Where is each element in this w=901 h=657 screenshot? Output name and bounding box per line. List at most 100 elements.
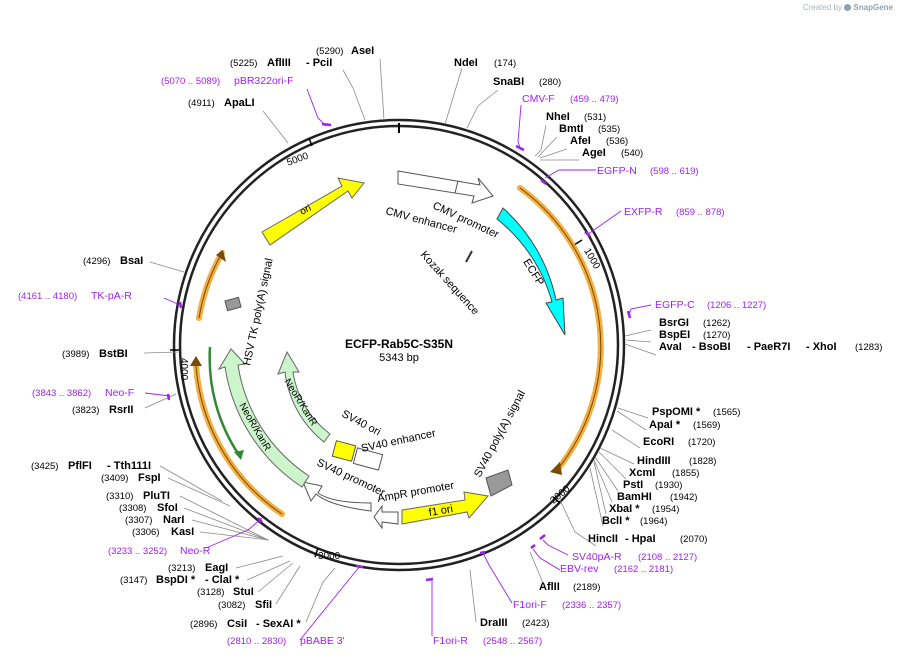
svg-text:AseI: AseI: [351, 45, 374, 57]
sv40-enhancer-feature[interactable]: [352, 447, 384, 471]
hsv-tk-feature[interactable]: [224, 296, 242, 312]
svg-text:KasI: KasI: [171, 526, 194, 538]
sv40-ori-feature[interactable]: [331, 440, 357, 462]
svg-text:- Tth111I: - Tth111I: [107, 460, 151, 472]
orange-arrow-2: [190, 356, 202, 366]
site-ecori[interactable]: EcoRI(1720): [643, 436, 715, 448]
site-rsrii[interactable]: (3823) RsrII: [72, 404, 133, 416]
sv40-promoter-feature[interactable]: [302, 481, 372, 512]
ori-feature[interactable]: [261, 177, 365, 246]
svg-text:(4161 .. 4180): (4161 .. 4180): [18, 291, 77, 302]
svg-text:pBABE 3': pBABE 3': [300, 635, 345, 647]
neo-inner-feature[interactable]: [277, 350, 331, 443]
site-hindiii[interactable]: HindIII(1828): [637, 455, 716, 467]
site-xcmi[interactable]: XcmI(1855): [629, 467, 699, 479]
site-hincii-hpai[interactable]: HincII- HpaI(2070): [588, 533, 707, 545]
site-apali[interactable]: (4911)ApaLI: [188, 97, 255, 109]
site-asei[interactable]: (5290)AseI: [316, 45, 374, 57]
site-bsrgi[interactable]: BsrGI(1262): [659, 317, 730, 329]
svg-text:(1964): (1964): [640, 516, 667, 527]
site-psti[interactable]: PstI(1930): [623, 479, 682, 491]
sv40-ori-label: SV40 ori: [340, 408, 383, 438]
snapgene-logo-icon: [844, 4, 852, 12]
svg-text:SfoI: SfoI: [157, 502, 178, 514]
site-bstbi[interactable]: (3989)BstBI: [62, 348, 128, 360]
primer-neo-f[interactable]: (3843 .. 3862)Neo-F: [32, 387, 134, 399]
svg-text:HincII: HincII: [588, 533, 618, 545]
site-fspi[interactable]: (3409)FspI: [101, 472, 161, 484]
primer-pbr322ori-f[interactable]: (5070 .. 5089)pBR322ori-F: [161, 75, 294, 87]
site-nhei[interactable]: NheI(531): [546, 111, 606, 123]
enzyme-sites: (5290)AseI (5225)AflIII- PciI (4911)ApaL…: [31, 45, 882, 630]
sv40-polya-feature[interactable]: [485, 469, 513, 497]
orange-arc-hsv: [196, 250, 225, 321]
f1-ori-label: f1 ori: [428, 503, 454, 519]
svg-text:EcoRI: EcoRI: [643, 436, 674, 448]
primer-tk-pa-r[interactable]: (4161 .. 4180)TK-pA-R: [18, 290, 132, 302]
kozak-mark: [465, 250, 473, 263]
site-bcli[interactable]: BclI *(1964): [602, 515, 667, 527]
primer-neo-r[interactable]: (3233 .. 3252)Neo-R: [108, 545, 211, 557]
svg-text:CsiI: CsiI: [227, 618, 247, 630]
svg-text:SnaBI: SnaBI: [493, 76, 524, 88]
primer-f1ori-f[interactable]: F1ori-F(2336 .. 2357): [513, 599, 621, 611]
primer-exfp-r[interactable]: EXFP-R(859 .. 878): [624, 206, 725, 218]
site-sfoi[interactable]: (3308)SfoI: [119, 502, 178, 514]
tick-5000: 5000: [285, 151, 310, 169]
site-bmti[interactable]: BmtI(535): [559, 123, 620, 135]
svg-text:BmtI: BmtI: [559, 123, 583, 135]
site-agei[interactable]: AgeI(540): [582, 147, 643, 159]
primer-f1ori-r[interactable]: F1ori-R(2548 .. 2567): [433, 635, 542, 647]
svg-text:(3233 .. 3252): (3233 .. 3252): [108, 546, 167, 557]
site-pflfi-tth111i[interactable]: (3425)PflFI- Tth111I: [31, 460, 151, 472]
svg-text:FspI: FspI: [138, 472, 161, 484]
site-eagi[interactable]: (3213)EagI: [168, 562, 228, 574]
primer-egfp-n[interactable]: EGFP-N(598 .. 619): [597, 165, 699, 177]
site-xbai[interactable]: XbaI *(1954): [609, 503, 679, 515]
ecfp-feature[interactable]: [496, 207, 566, 336]
primer-egfp-c[interactable]: EGFP-C(1206 .. 1227): [655, 299, 766, 311]
site-kasi[interactable]: (3306)KasI: [132, 526, 194, 538]
svg-text:NheI: NheI: [546, 111, 570, 123]
svg-text:BstBI: BstBI: [99, 348, 128, 360]
site-pluti[interactable]: (3310)PluTI: [106, 490, 170, 502]
primer-sv40pa-r[interactable]: SV40pA-R(2108 .. 2127): [572, 551, 697, 563]
site-snabi[interactable]: SnaBI(280): [493, 76, 561, 88]
site-bspei[interactable]: BspEI(1270): [659, 329, 730, 341]
primer-cmv-f[interactable]: CMV-F(459 .. 479): [522, 93, 619, 105]
svg-text:RsrII: RsrII: [109, 404, 133, 416]
orange-features: [193, 185, 604, 517]
primer-pbabe3[interactable]: (2810 .. 2830)pBABE 3': [227, 635, 345, 647]
svg-text:SV40pA-R: SV40pA-R: [572, 551, 622, 563]
svg-text:F1ori-R: F1ori-R: [433, 635, 468, 647]
site-apai[interactable]: ApaI *(1569): [649, 419, 720, 431]
svg-text:(3425): (3425): [31, 461, 58, 472]
site-avai-xhoi[interactable]: AvaI- BsoBI- PaeR7I- XhoI(1283): [659, 341, 882, 353]
site-bsai[interactable]: (4296)BsaI: [83, 255, 143, 267]
primer-ebv-rev[interactable]: EBV-rev(2162 .. 2181): [560, 563, 673, 575]
neo-outer-feature[interactable]: [217, 348, 310, 488]
site-pspomi[interactable]: PspOMI *(1565): [652, 406, 740, 418]
svg-text:EXFP-R: EXFP-R: [624, 206, 663, 218]
site-draiii[interactable]: DraIII(2423): [480, 617, 549, 629]
svg-text:(3082): (3082): [218, 600, 245, 611]
svg-text:AflIII: AflIII: [267, 57, 291, 69]
site-aflii[interactable]: AflII(2189): [539, 581, 600, 593]
site-stui[interactable]: (3128)StuI: [197, 586, 254, 598]
site-nari[interactable]: (3307)NarI: [125, 514, 184, 526]
svg-text:(1828): (1828): [689, 456, 716, 467]
ampr-promoter-feature[interactable]: [373, 504, 399, 530]
plasmid-length: 5343 bp: [379, 352, 419, 364]
site-sfii[interactable]: (3082)SfiI: [218, 599, 272, 611]
site-ndei[interactable]: NdeI(174): [454, 57, 516, 69]
f1-ori-feature[interactable]: [401, 491, 489, 525]
site-bamhi[interactable]: BamHI(1942): [617, 491, 697, 503]
cmv-promoter-feature[interactable]: [397, 170, 494, 204]
site-afliii-pcii[interactable]: (5225)AflIII- PciI: [230, 57, 332, 69]
site-csii-sexai[interactable]: (2896)CsiI- SexAI *: [190, 618, 301, 630]
svg-text:(1569): (1569): [693, 420, 720, 431]
svg-text:(3823): (3823): [72, 405, 99, 416]
site-afei[interactable]: AfeI(536): [570, 135, 628, 147]
svg-text:(3307): (3307): [125, 515, 152, 526]
site-bspdi-clai[interactable]: (3147)BspDI *- ClaI *: [120, 574, 240, 586]
